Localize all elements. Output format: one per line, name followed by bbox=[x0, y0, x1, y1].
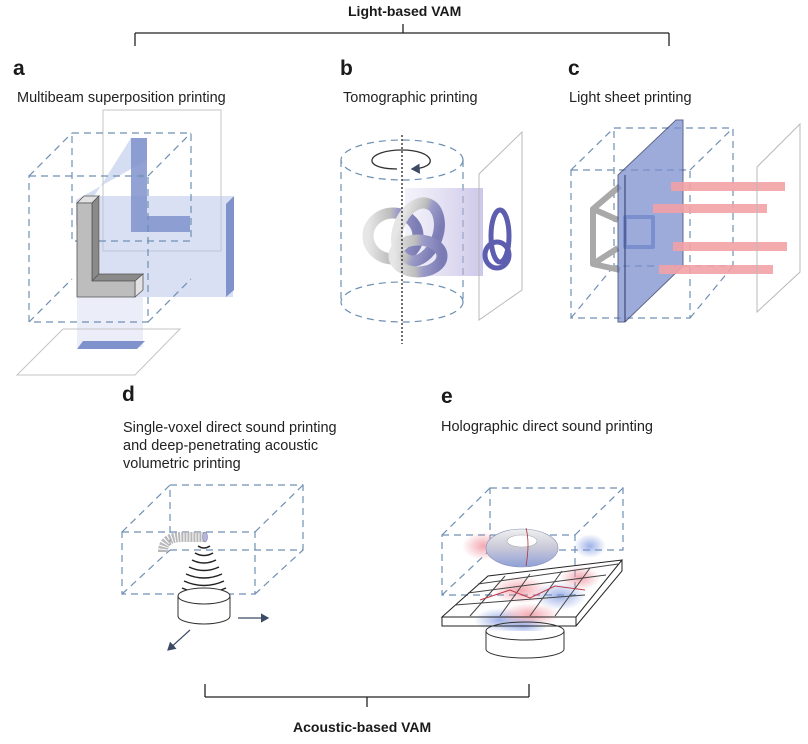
acoustic-based-bracket bbox=[204, 684, 530, 707]
laser-beam bbox=[659, 265, 773, 274]
panel-b-illustration bbox=[340, 130, 523, 344]
panel-d-caption-line: Single-voxel direct sound printing bbox=[123, 420, 337, 436]
panel-e-caption: Holographic direct sound printing bbox=[441, 419, 653, 435]
transducer bbox=[177, 587, 231, 625]
panel-c-illustration bbox=[570, 119, 801, 323]
panel-b-caption: Tomographic printing bbox=[343, 90, 478, 106]
panel-d-caption-line: and deep-penetrating acoustic bbox=[123, 438, 319, 454]
side-projection-edge bbox=[226, 196, 234, 297]
projected-knot-image bbox=[482, 207, 512, 271]
projected-L-top bbox=[131, 138, 190, 232]
detector-plane bbox=[756, 122, 801, 314]
panel-c-caption: Light sheet printing bbox=[569, 90, 692, 106]
panel-b-letter: b bbox=[340, 57, 353, 80]
laser-beam bbox=[671, 182, 785, 191]
printed-tube bbox=[158, 532, 205, 553]
hologram-plate bbox=[440, 559, 624, 627]
knot-object bbox=[362, 197, 448, 278]
transducer-array bbox=[485, 621, 565, 659]
light-based-bracket bbox=[134, 24, 670, 46]
panel-d-caption: Single-voxel direct sound printing and d… bbox=[123, 419, 337, 473]
light-based-vam-title: Light-based VAM bbox=[348, 3, 462, 19]
panel-e-letter: e bbox=[441, 385, 453, 408]
projection-plane bbox=[478, 130, 523, 321]
panel-d-illustration bbox=[121, 484, 304, 651]
laser-beam bbox=[653, 204, 767, 213]
panel-d-letter: d bbox=[122, 383, 135, 406]
panel-a-letter: a bbox=[13, 57, 25, 80]
polygon-light-sheet bbox=[617, 119, 684, 323]
gray-L-object bbox=[76, 195, 145, 298]
panel-a-illustration bbox=[15, 109, 234, 376]
laser-beam bbox=[673, 242, 787, 251]
torus-object bbox=[485, 527, 559, 568]
light-beam-back bbox=[76, 138, 147, 225]
panel-a-caption: Multibeam superposition printing bbox=[17, 90, 226, 106]
panel-e-illustration bbox=[440, 487, 624, 659]
panel-c-letter: c bbox=[568, 57, 580, 80]
panel-d-caption-line: volumetric printing bbox=[123, 456, 241, 472]
projected-L-bottom bbox=[77, 341, 145, 349]
y-motion-arrow bbox=[167, 629, 191, 651]
rotation-arrow bbox=[371, 149, 431, 174]
bottom-projection-plane bbox=[15, 328, 182, 376]
sound-waves bbox=[181, 545, 227, 594]
laser-beams bbox=[653, 182, 787, 274]
acoustic-based-vam-title: Acoustic-based VAM bbox=[293, 719, 432, 735]
